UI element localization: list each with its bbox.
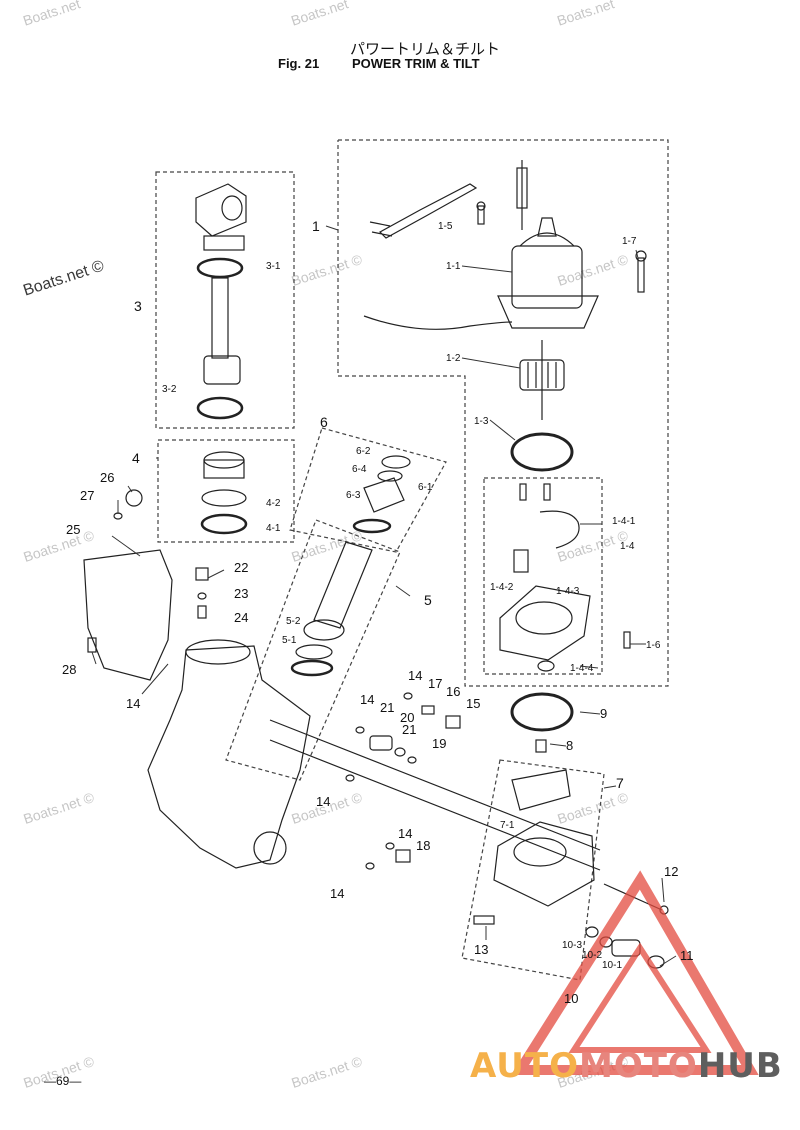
- group-box-3: [155, 171, 295, 429]
- piston-rod-assembly: [195, 183, 247, 420]
- callout-14: 14: [126, 696, 140, 711]
- brand-triangle-icon: [510, 870, 759, 1075]
- callout-7-1: 7-1: [500, 820, 515, 831]
- callout-16: 16: [446, 684, 460, 699]
- callout-1-2: 1-2: [446, 353, 461, 364]
- valve-22: [195, 567, 209, 581]
- leader-lines: [91, 225, 677, 967]
- valve-parts: [345, 692, 461, 870]
- callout-1-4: 1-4: [620, 541, 635, 552]
- callout-6: 6: [320, 414, 328, 430]
- callout-26: 26: [100, 470, 114, 485]
- callout-1-1: 1-1: [446, 261, 461, 272]
- callout-24: 24: [234, 610, 248, 625]
- callout-18: 18: [416, 838, 430, 853]
- group-box-7: [461, 759, 605, 981]
- callout-14: 14: [330, 886, 344, 901]
- pump-base: [473, 769, 669, 925]
- group-box-1-4: [483, 477, 603, 675]
- valve-24: [197, 605, 207, 619]
- callout-6-1: 6-1: [418, 482, 433, 493]
- callout-22: 22: [234, 560, 248, 575]
- side-cover: [83, 489, 173, 681]
- callout-4-2: 4-2: [266, 498, 281, 509]
- callout-5-1: 5-1: [282, 635, 297, 646]
- callout-8: 8: [566, 738, 573, 753]
- group-box-5: [225, 519, 401, 781]
- callout-6-3: 6-3: [346, 490, 361, 501]
- trim-piston-assembly: [290, 541, 373, 677]
- cylinder-body: [147, 639, 601, 871]
- figure-title-japanese: パワートリム＆チルト: [350, 40, 501, 58]
- callout-17: 17: [428, 676, 442, 691]
- callout-1-4-4: 1-4-4: [570, 663, 594, 674]
- o-ring-1-3: [510, 432, 574, 472]
- callout-1-6: 1-6: [646, 640, 661, 651]
- callout-10-1: 10-1: [602, 960, 622, 971]
- armature: [519, 340, 565, 420]
- callout-20: 20: [400, 710, 414, 725]
- callout-14: 14: [398, 826, 412, 841]
- callout-5: 5: [424, 592, 432, 608]
- brand-logo-part-auto: AUTO: [470, 1046, 579, 1086]
- callout-10-3: 10-3: [562, 940, 582, 951]
- callout-3: 3: [134, 298, 142, 314]
- brush-holder-assembly: [499, 483, 631, 672]
- page-number: ―69―: [44, 1074, 82, 1088]
- cylinder-cap-assembly: [352, 455, 411, 534]
- callout-4: 4: [132, 450, 140, 466]
- group-box-1: [337, 139, 669, 687]
- group-boxes: [155, 139, 669, 981]
- callout-11: 11: [680, 948, 694, 963]
- callout-19: 19: [432, 736, 446, 751]
- callout-6-2: 6-2: [356, 446, 371, 457]
- callout-1-4-3: 1-4-3: [556, 586, 580, 597]
- callout-10: 10: [564, 991, 578, 1006]
- callout-28: 28: [62, 662, 76, 677]
- callout-14: 14: [408, 668, 422, 683]
- callout-1-5: 1-5: [438, 221, 453, 232]
- callout-6-4: 6-4: [352, 464, 367, 475]
- o-ring-23: [197, 592, 207, 600]
- callout-23: 23: [234, 586, 248, 601]
- callout-1-4-1: 1-4-1: [612, 516, 636, 527]
- callout-1-3: 1-3: [474, 416, 489, 427]
- figure-title: POWER TRIM & TILT: [352, 56, 480, 71]
- callout-7: 7: [616, 775, 624, 791]
- callout-14: 14: [316, 794, 330, 809]
- callout-21: 21: [380, 700, 394, 715]
- o-ring-9: [510, 692, 574, 732]
- figure-number: Fig. 21: [278, 56, 320, 71]
- callout-15: 15: [466, 696, 480, 711]
- brand-logo-part-moto: MOTO: [578, 1046, 698, 1086]
- callout-9: 9: [600, 706, 607, 721]
- callout-1-7: 1-7: [622, 236, 637, 247]
- callout-1: 1: [312, 218, 320, 234]
- callout-13: 13: [474, 942, 488, 957]
- callout-12: 12: [664, 864, 678, 879]
- callout-14: 14: [360, 692, 374, 707]
- callout-10-2: 10-2: [582, 950, 602, 961]
- filter-8: [535, 739, 547, 753]
- callout-25: 25: [66, 522, 80, 537]
- group-box-6: [289, 427, 447, 553]
- callout-3-1: 3-1: [266, 261, 281, 272]
- motor-assembly: [363, 160, 647, 330]
- free-piston-assembly: [200, 451, 248, 535]
- callout-4-1: 4-1: [266, 523, 281, 534]
- callout-3-2: 3-2: [162, 384, 177, 395]
- callout-5-2: 5-2: [286, 616, 301, 627]
- brand-logo-part-hub: HUB: [697, 1046, 783, 1086]
- callout-1-4-2: 1-4-2: [490, 582, 514, 593]
- callout-21: 21: [402, 722, 416, 737]
- brand-logo: AUTOMOTOHUB: [470, 1046, 783, 1086]
- callout-27: 27: [80, 488, 94, 503]
